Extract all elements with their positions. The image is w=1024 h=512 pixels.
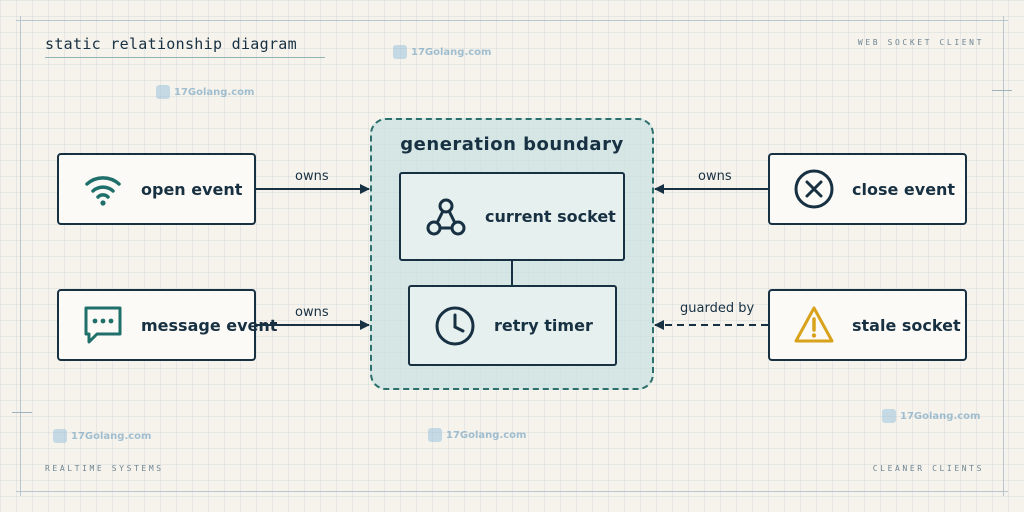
watermark-logo-icon: [393, 45, 407, 59]
frame-left-line: [20, 16, 21, 496]
frame-tick-left: [12, 412, 32, 413]
title-underline: [45, 57, 325, 58]
watermark: 17Golang.com: [156, 85, 254, 99]
warning-triangle-icon: [794, 306, 834, 343]
close-event-label: close event: [852, 179, 956, 199]
wifi-icon: [85, 176, 121, 206]
current-socket-label: current socket: [485, 207, 616, 226]
close-circle-icon: [794, 169, 834, 209]
retry-timer-node: retry timer: [408, 285, 617, 366]
retry-timer-label: retry timer: [494, 316, 593, 335]
close-event-node: close event: [768, 153, 967, 225]
open-event-node: open event: [57, 153, 256, 225]
frame-tick-right: [992, 90, 1012, 91]
chat-bubble-icon: [84, 306, 122, 344]
top-right-caption: WEB SOCKET CLIENT: [857, 38, 984, 47]
clock-icon: [435, 306, 475, 345]
current-socket-node: current socket: [399, 172, 625, 261]
watermark: 17Golang.com: [882, 409, 980, 423]
edge-label-message-owns: owns: [295, 305, 329, 320]
stale-socket-node: stale socket: [768, 289, 967, 361]
inner-connector: [511, 260, 513, 286]
message-event-label: message event: [141, 315, 278, 335]
edge-label-open-owns: owns: [295, 169, 329, 184]
stale-socket-label: stale socket: [852, 315, 961, 335]
message-event-node: message event: [57, 289, 277, 361]
bottom-right-caption: CLEANER CLIENTS: [872, 464, 984, 473]
watermark-logo-icon: [156, 85, 170, 99]
watermark-logo-icon: [53, 429, 67, 443]
frame-right-line: [1003, 16, 1004, 496]
watermark-logo-icon: [882, 409, 896, 423]
watermark: 17Golang.com: [393, 45, 491, 59]
graph-nodes-icon: [426, 198, 466, 235]
open-event-label: open event: [141, 179, 243, 199]
watermark: 17Golang.com: [428, 428, 526, 442]
boundary-title: generation boundary: [400, 134, 624, 155]
watermark-logo-icon: [428, 428, 442, 442]
bottom-left-caption: REALTIME SYSTEMS: [45, 464, 164, 473]
edge-label-stale-guarded-by: guarded by: [680, 301, 755, 316]
watermark: 17Golang.com: [53, 429, 151, 443]
diagram-title: static relationship diagram: [45, 35, 297, 53]
frame-bottom-line: [16, 491, 1008, 492]
edge-label-close-owns: owns: [698, 169, 732, 184]
frame-top-line: [16, 20, 1008, 21]
